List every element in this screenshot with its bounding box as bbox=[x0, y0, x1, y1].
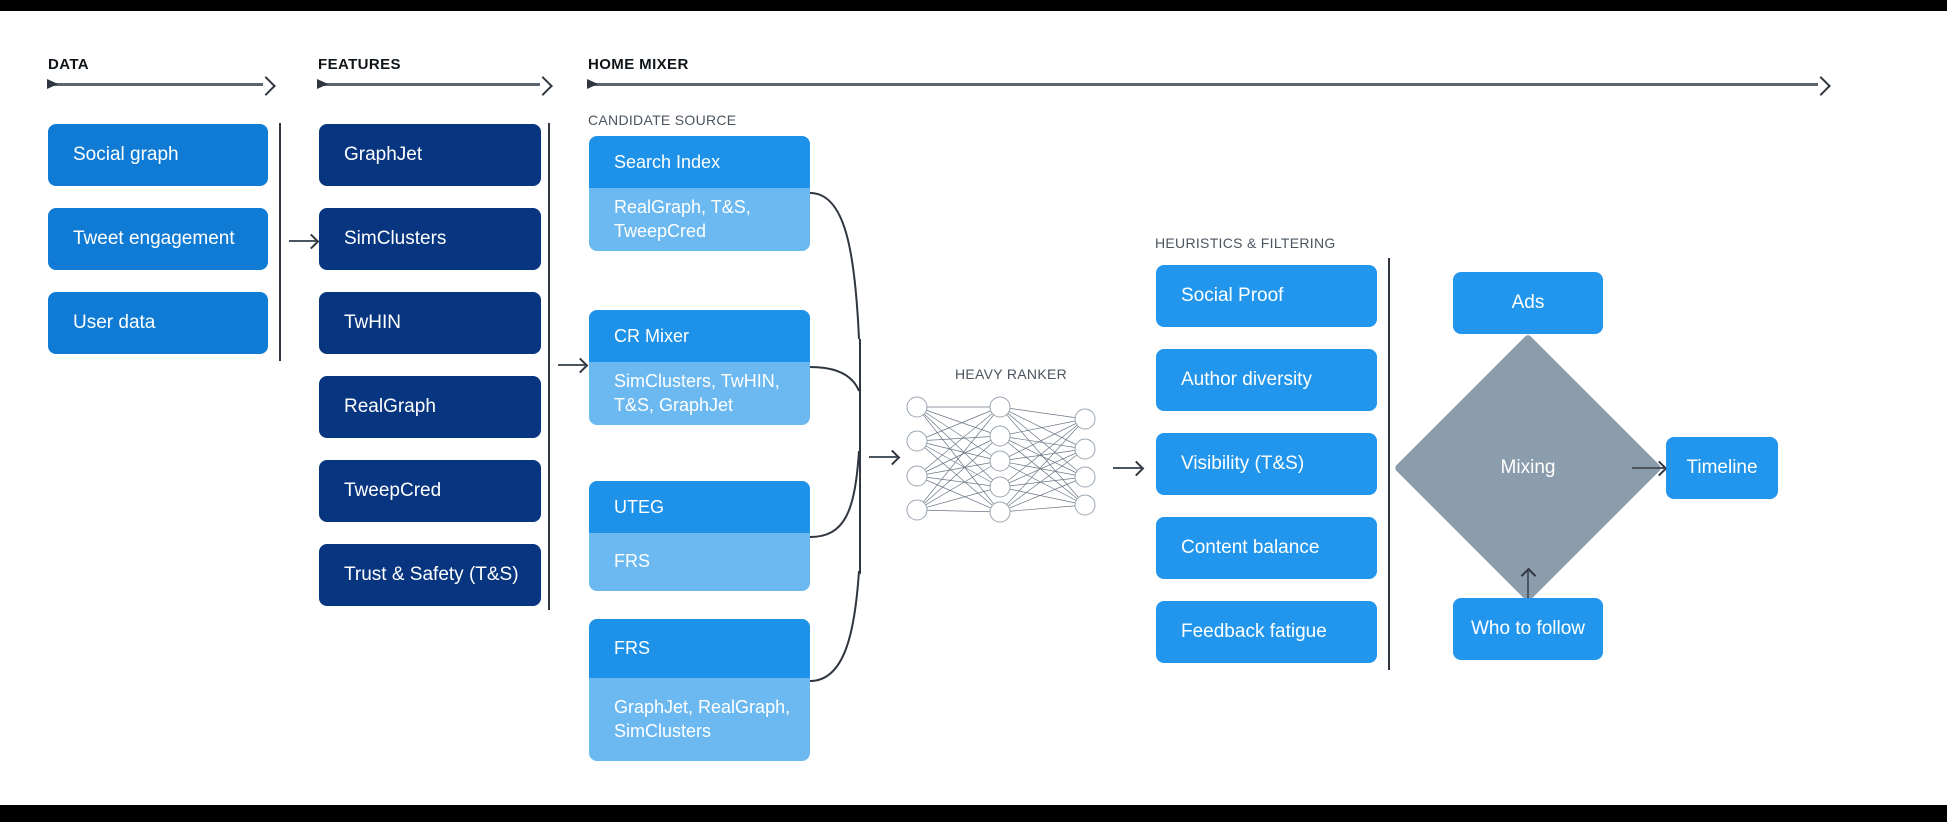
heuristic-box-content-balance[interactable]: Content balance bbox=[1156, 517, 1377, 579]
heuristic-box-label: Author diversity bbox=[1181, 369, 1312, 391]
data-box-tweet-engagement[interactable]: Tweet engagement bbox=[48, 208, 268, 270]
divider-heuristics-output bbox=[1388, 258, 1390, 670]
section-title-candidate-source: CANDIDATE SOURCE bbox=[588, 112, 737, 128]
output-box-ads[interactable]: Ads bbox=[1453, 272, 1603, 334]
heuristic-box-author-diversity[interactable]: Author diversity bbox=[1156, 349, 1377, 411]
feature-box-graphjet[interactable]: GraphJet bbox=[319, 124, 541, 186]
heavy-ranker-network bbox=[895, 391, 1110, 526]
candidate-source-name: CR Mixer bbox=[589, 310, 810, 362]
feature-box-twhin[interactable]: TwHIN bbox=[319, 292, 541, 354]
data-box-social-graph[interactable]: Social graph bbox=[48, 124, 268, 186]
divider-data-features bbox=[279, 123, 281, 361]
arrow-data-to-features bbox=[289, 240, 316, 242]
diagram-canvas: DATA FEATURES HOME MIXER CANDIDATE SOURC… bbox=[0, 11, 1947, 805]
candidate-source-cr-mixer[interactable]: CR Mixer SimClusters, TwHIN, T&S, GraphJ… bbox=[589, 310, 810, 425]
heuristic-box-feedback-fatigue[interactable]: Feedback fatigue bbox=[1156, 601, 1377, 663]
output-box-label: Who to follow bbox=[1470, 618, 1586, 640]
feature-box-label: SimClusters bbox=[344, 228, 447, 250]
mixing-label: Mixing bbox=[1500, 457, 1556, 478]
output-box-label: Timeline bbox=[1686, 457, 1758, 479]
axis-arrow-features bbox=[317, 79, 540, 89]
feature-box-tweepcred[interactable]: TweepCred bbox=[319, 460, 541, 522]
candidate-source-features: FRS bbox=[589, 533, 810, 591]
candidate-source-features: SimClusters, TwHIN, T&S, GraphJet bbox=[589, 362, 810, 425]
heuristic-box-label: Visibility (T&S) bbox=[1181, 453, 1305, 475]
divider-features-home-mixer bbox=[548, 123, 550, 610]
data-box-label: User data bbox=[73, 312, 156, 334]
output-box-who-to-follow[interactable]: Who to follow bbox=[1453, 598, 1603, 660]
feature-box-label: GraphJet bbox=[344, 144, 423, 166]
candidate-source-features: GraphJet, RealGraph, SimClusters bbox=[589, 678, 810, 761]
arrow-mixing-to-timeline bbox=[1632, 467, 1664, 469]
candidate-source-connectors bbox=[809, 192, 860, 682]
candidate-source-uteg[interactable]: UTEG FRS bbox=[589, 481, 810, 591]
data-box-label: Social graph bbox=[73, 144, 179, 166]
data-box-user-data[interactable]: User data bbox=[48, 292, 268, 354]
arrow-candidates-to-ranker bbox=[869, 456, 897, 458]
section-title-features: FEATURES bbox=[318, 56, 401, 73]
feature-box-trust-safety[interactable]: Trust & Safety (T&S) bbox=[319, 544, 541, 606]
feature-box-simclusters[interactable]: SimClusters bbox=[319, 208, 541, 270]
feature-box-label: RealGraph bbox=[344, 396, 436, 418]
candidate-source-frs[interactable]: FRS GraphJet, RealGraph, SimClusters bbox=[589, 619, 810, 761]
candidate-source-search-index[interactable]: Search Index RealGraph, T&S, TweepCred bbox=[589, 136, 810, 251]
heuristic-box-label: Social Proof bbox=[1181, 285, 1284, 307]
feature-box-label: TwHIN bbox=[344, 312, 401, 334]
candidate-source-name: Search Index bbox=[589, 136, 810, 188]
section-title-home-mixer: HOME MIXER bbox=[588, 56, 689, 73]
heuristic-box-visibility[interactable]: Visibility (T&S) bbox=[1156, 433, 1377, 495]
feature-box-label: Trust & Safety (T&S) bbox=[344, 564, 519, 586]
section-title-heavy-ranker: HEAVY RANKER bbox=[955, 366, 1068, 382]
section-title-data: DATA bbox=[48, 56, 90, 73]
data-box-label: Tweet engagement bbox=[73, 228, 235, 250]
axis-arrow-data bbox=[47, 79, 263, 89]
arrow-features-to-home-mixer bbox=[558, 364, 585, 366]
heuristic-box-label: Feedback fatigue bbox=[1181, 621, 1327, 643]
heuristic-box-label: Content balance bbox=[1181, 537, 1320, 559]
output-box-label: Ads bbox=[1511, 292, 1545, 314]
feature-box-label: TweepCred bbox=[344, 480, 442, 502]
arrow-ranker-to-heuristics bbox=[1113, 467, 1141, 469]
divider-candidate-ranker bbox=[859, 339, 861, 574]
section-title-heuristics: HEURISTICS & FILTERING bbox=[1155, 235, 1336, 251]
axis-arrow-home-mixer bbox=[587, 79, 1818, 89]
heuristic-box-social-proof[interactable]: Social Proof bbox=[1156, 265, 1377, 327]
candidate-source-name: FRS bbox=[589, 619, 810, 678]
feature-box-realgraph[interactable]: RealGraph bbox=[319, 376, 541, 438]
arrow-who-to-follow-to-mixing bbox=[1527, 571, 1529, 600]
candidate-source-features: RealGraph, T&S, TweepCred bbox=[589, 188, 810, 251]
candidate-source-name: UTEG bbox=[589, 481, 810, 533]
output-box-timeline[interactable]: Timeline bbox=[1666, 437, 1778, 499]
